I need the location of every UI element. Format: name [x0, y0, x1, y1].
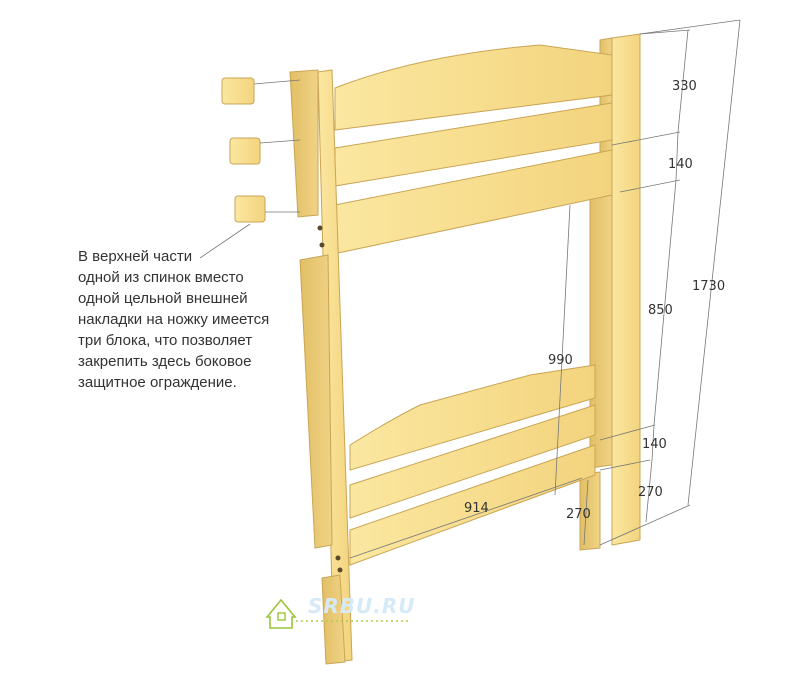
dim-140-upper: 140	[668, 157, 693, 172]
side-block-1	[221, 77, 255, 105]
note-line: В верхней части	[78, 248, 193, 265]
left-post-overlay-mid	[299, 254, 333, 549]
dim-270-right: 270	[638, 485, 663, 500]
dim-850: 850	[648, 303, 673, 318]
dim-990: 990	[548, 353, 573, 368]
annotation-note: В верхней части одной из спинок вместо о…	[78, 246, 293, 393]
top-slat	[334, 44, 613, 131]
note-line: одной из спинок вместо	[78, 269, 244, 286]
note-line: одной цельной внешней	[78, 290, 248, 307]
left-post-overlay-top	[289, 69, 319, 218]
lower-slat-3	[349, 444, 596, 566]
side-block-3	[234, 195, 266, 223]
dim-330: 330	[672, 79, 697, 94]
note-line: закрепить здесь боковое	[78, 353, 252, 370]
dim-1730: 1730	[692, 279, 725, 294]
dim-270-left: 270	[566, 507, 591, 522]
note-line: защитное ограждение.	[78, 374, 237, 391]
note-line: накладки на ножку имеется	[78, 311, 270, 328]
dimension-lines	[199, 19, 741, 559]
lower-slat-1	[349, 364, 596, 471]
dim-140-lower: 140	[642, 437, 667, 452]
bolt-holes	[317, 225, 343, 573]
note-line: три блока, что позволяет	[78, 332, 253, 349]
dim-914: 914	[464, 501, 489, 516]
left-post-overlay-bottom	[321, 574, 346, 665]
watermark-text: SRBU.RU	[308, 594, 416, 618]
right-post-leg	[611, 33, 641, 546]
watermark-logo: SRBU.RU	[265, 594, 416, 629]
side-block-2	[229, 137, 261, 165]
lower-slat-2	[349, 404, 596, 519]
